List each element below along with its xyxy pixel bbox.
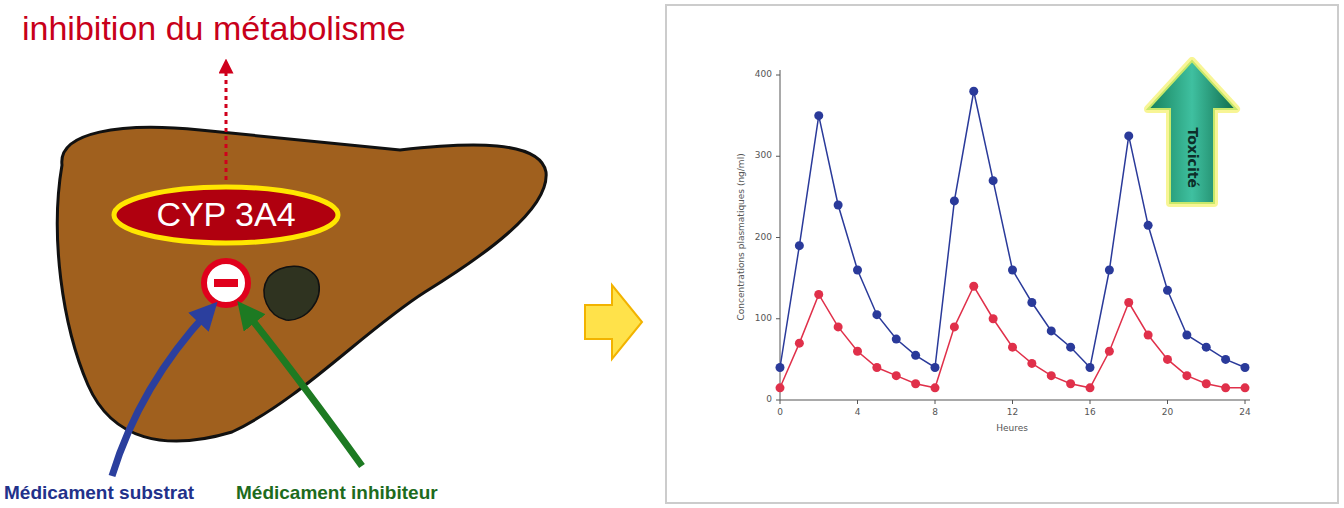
red-series-point (969, 282, 978, 291)
red-series-point (1047, 371, 1056, 380)
x-tick-label: 24 (1239, 408, 1250, 418)
y-tick (776, 75, 780, 76)
blue-series-point (1144, 221, 1153, 230)
blue-series-point (1124, 131, 1133, 140)
blue-series-point (1202, 343, 1211, 352)
y-tick-label: 400 (755, 70, 772, 80)
x-tick-label: 4 (855, 408, 861, 418)
x-tick-label: 12 (1007, 408, 1018, 418)
y-axis-title: Concentrations plasmatiques (ng/ml) (737, 153, 747, 320)
blue-series-point (776, 363, 785, 372)
red-series-point (1182, 371, 1191, 380)
inhibitor-arrow (246, 312, 362, 466)
blue-series-point (1086, 363, 1095, 372)
blue-series-point (853, 266, 862, 275)
blue-series-point (950, 196, 959, 205)
substrate-label: Médicament substrat (4, 483, 194, 504)
blue-series-point (1027, 298, 1036, 307)
y-tick (776, 400, 780, 401)
red-series-point (1008, 343, 1017, 352)
x-tick (857, 400, 858, 404)
inhibitor-label: Médicament inhibiteur (236, 483, 438, 504)
blue-series-point (1066, 343, 1075, 352)
y-tick-label: 300 (755, 151, 772, 161)
blue-series-point (814, 111, 823, 120)
red-series-point (892, 371, 901, 380)
minus-sign (214, 279, 238, 287)
red-series-point (872, 363, 881, 372)
blue-series-point (989, 176, 998, 185)
red-series-point (911, 379, 920, 388)
red-series-point (1202, 379, 1211, 388)
x-tick-label: 8 (932, 408, 938, 418)
red-series-point (1105, 347, 1114, 356)
blue-series-point (1241, 363, 1250, 372)
effect-label: Toxicité (1184, 128, 1199, 188)
red-series-point (1241, 383, 1250, 392)
liver-shape (57, 127, 546, 441)
red-series-point (1086, 383, 1095, 392)
red-series-point (931, 383, 940, 392)
x-tick (1245, 400, 1246, 404)
gallbladder-shape (264, 266, 319, 320)
enzyme-name: CYP 3A4 (156, 196, 295, 233)
x-axis-title: Heures (996, 424, 1028, 434)
blue-series-point (911, 351, 920, 360)
red-series-point (776, 383, 785, 392)
blue-series-point (931, 363, 940, 372)
blue-series-point (969, 87, 978, 96)
transition-arrow (585, 285, 642, 359)
red-series-line (780, 286, 1245, 388)
blue-series-point (1008, 266, 1017, 275)
y-tick-label: 200 (755, 233, 772, 243)
x-tick-label: 20 (1162, 408, 1173, 418)
red-series-point (834, 322, 843, 331)
red-series-point (950, 322, 959, 331)
y-tick-label: 100 (755, 314, 772, 324)
y-tick-label: 0 (766, 395, 772, 405)
y-tick (776, 318, 780, 319)
toxicity-arrow: Toxicité (1142, 57, 1242, 207)
x-tick (1090, 400, 1091, 404)
x-tick (780, 400, 781, 404)
blue-series-point (872, 310, 881, 319)
x-tick (1167, 400, 1168, 404)
red-series-point (1163, 355, 1172, 364)
x-tick-label: 0 (777, 408, 783, 418)
blue-series-point (1047, 326, 1056, 335)
y-tick (776, 237, 780, 238)
blue-series-point (1163, 286, 1172, 295)
blue-series-point (834, 201, 843, 210)
x-tick (935, 400, 936, 404)
red-series-point (989, 314, 998, 323)
y-axis (780, 70, 781, 400)
y-tick (776, 156, 780, 157)
chart-panel (666, 5, 1338, 503)
blue-series-point (1182, 331, 1191, 340)
red-series-point (1066, 379, 1075, 388)
blue-series-point (1105, 266, 1114, 275)
red-series-point (1144, 331, 1153, 340)
red-series-point (1027, 359, 1036, 368)
blue-series-point (795, 241, 804, 250)
enzyme-ellipse: CYP 3A4 (111, 184, 341, 246)
effect-title: inhibition du métabolisme (22, 10, 406, 47)
red-series-point (814, 290, 823, 299)
x-tick (1012, 400, 1013, 404)
red-series-point (1124, 298, 1133, 307)
blue-series-point (1221, 355, 1230, 364)
x-tick-label: 16 (1084, 408, 1095, 418)
inhibition-symbol (204, 261, 248, 305)
x-axis (780, 400, 1250, 401)
blue-series-point (892, 335, 901, 344)
red-series-point (795, 339, 804, 348)
red-series-point (1221, 383, 1230, 392)
red-series-point (853, 347, 862, 356)
metabolism-arrow (225, 66, 228, 180)
substrate-arrow (112, 312, 208, 476)
